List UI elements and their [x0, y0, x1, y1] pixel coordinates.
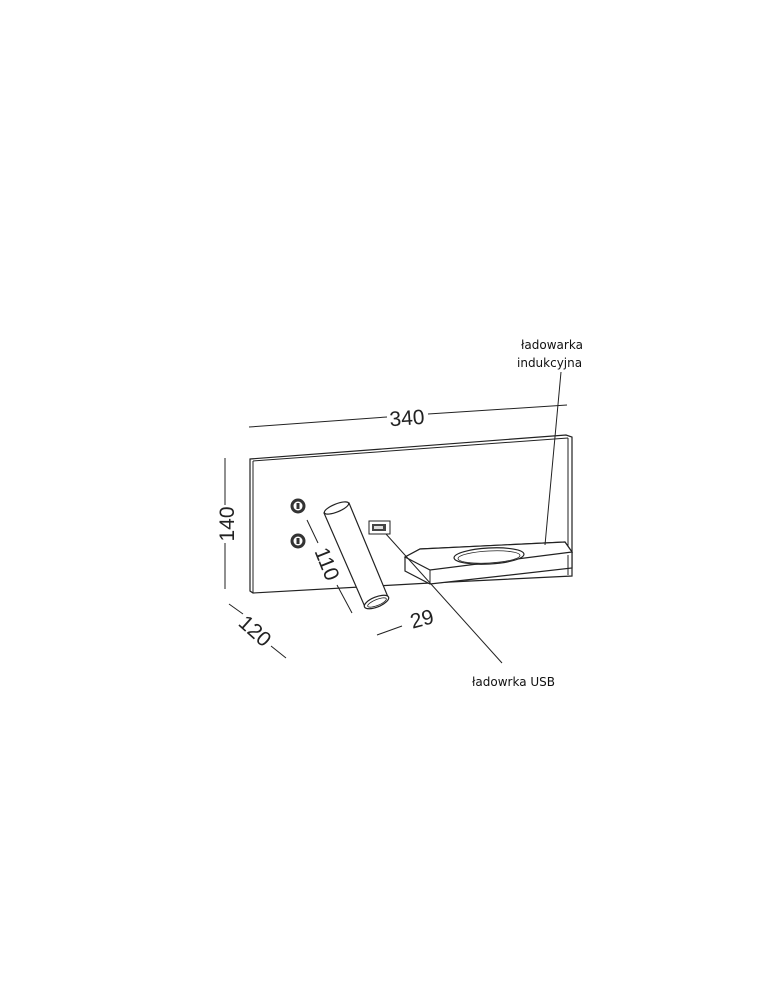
- depth-dimension: 120: [228, 603, 287, 659]
- induction-charger-label-line1: ładowarka: [521, 338, 583, 352]
- arm-diameter-dimension: 29: [376, 605, 437, 636]
- width-dimension-label: 340: [389, 406, 426, 431]
- height-dimension-label: 140: [216, 506, 239, 541]
- switch-button-upper: [290, 498, 306, 514]
- reading-lamp-arm: [323, 501, 390, 610]
- usb-leader-line: [385, 533, 503, 664]
- switch-button-lower: [290, 533, 306, 549]
- width-dimension: 340: [248, 404, 568, 431]
- wireless-charging-shelf: [403, 541, 574, 585]
- height-dimension: 140: [216, 458, 239, 589]
- usb-port: [368, 520, 391, 535]
- induction-leader-line: [544, 371, 562, 546]
- usb-charger-label: ładowrka USB: [472, 675, 555, 689]
- arm-diameter-label: 29: [408, 605, 437, 633]
- depth-dimension-label: 120: [234, 611, 275, 652]
- induction-charger-label-line2: indukcyjna: [517, 356, 582, 370]
